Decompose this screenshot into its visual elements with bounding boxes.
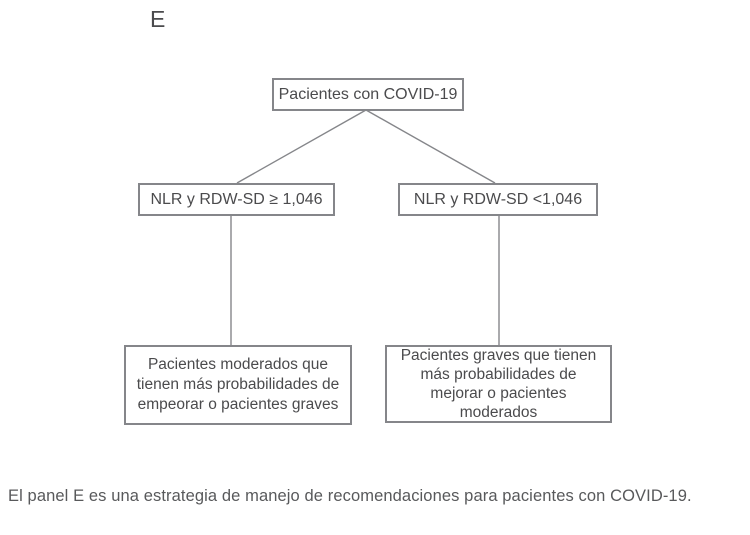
figure-caption: El panel E es una estrategia de manejo d… (8, 487, 692, 505)
connector-root-to-left-branch (236, 109, 367, 184)
node-nlr-rdwsd-ge-1046: NLR y RDW-SD ≥ 1,046 (138, 183, 335, 216)
panel-label: E (150, 6, 166, 32)
node-nlr-rdwsd-lt-1046: NLR y RDW-SD <1,046 (398, 183, 598, 216)
node-patients-covid19: Pacientes con COVID-19 (272, 78, 464, 111)
connector-root-to-right-branch (365, 109, 496, 184)
node-outcome-moderate-patients: Pacientes moderados que tienen más proba… (124, 345, 352, 425)
node-outcome-severe-patients: Pacientes graves que tienen más probabil… (385, 345, 612, 423)
